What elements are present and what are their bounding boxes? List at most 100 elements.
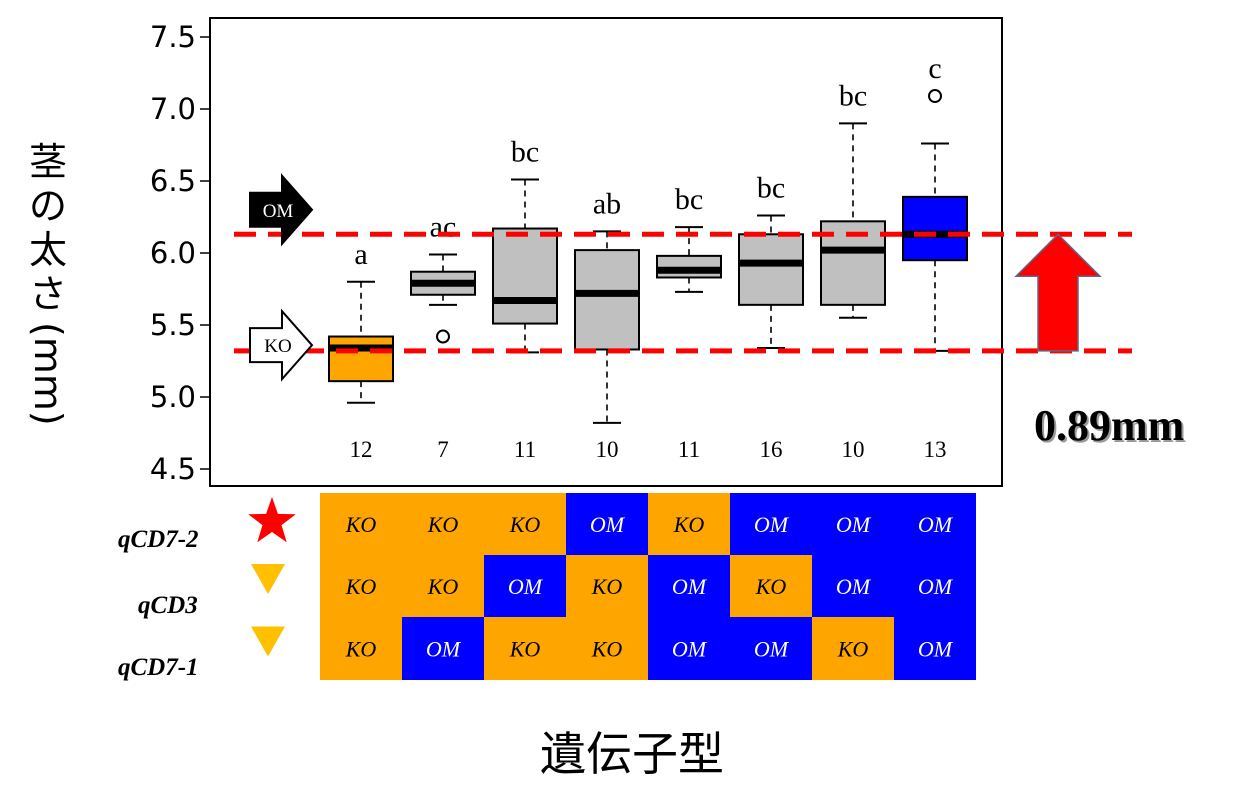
y-tick-label: 4.5: [150, 452, 196, 486]
sample-size-label: 10: [596, 437, 619, 462]
genotype-cell: [402, 617, 484, 680]
genotype-cell: [320, 555, 402, 617]
genotype-cell: [648, 493, 730, 555]
genotype-cell-label: OM: [672, 637, 708, 662]
genotype-cell-label: OM: [836, 512, 872, 537]
genotype-cell-label: OM: [754, 512, 790, 537]
genotype-cell: [648, 617, 730, 680]
star-icon: [248, 497, 296, 543]
y-tick-label: 7.5: [150, 20, 196, 54]
genotype-cell-label: KO: [345, 637, 377, 662]
genotype-cell: [894, 617, 976, 680]
genotype-cell-label: OM: [672, 574, 708, 599]
genotype-cell: [566, 493, 648, 555]
genotype-cell-label: KO: [837, 637, 869, 662]
genotype-cell-label: KO: [673, 512, 705, 537]
genotype-cell: [320, 617, 402, 680]
genotype-cell: [812, 617, 894, 680]
x-axis-label: 遺伝子型: [540, 727, 724, 781]
genotype-cell-label: OM: [918, 574, 954, 599]
genotype-cell-label: KO: [427, 574, 459, 599]
y-axis-label-char: 太: [28, 228, 67, 272]
box: [738, 233, 804, 306]
genotype-cell-label: OM: [918, 512, 954, 537]
y-tick-label: 5.0: [150, 380, 196, 414]
triangle-down-icon: [251, 564, 285, 594]
y-tick-label: 7.0: [150, 92, 196, 126]
genotype-cell: [894, 555, 976, 617]
genotype-cell-label: KO: [345, 574, 377, 599]
sample-size-label: 16: [760, 437, 783, 462]
plot-frame: [209, 17, 1003, 487]
genotype-cell: [894, 493, 976, 555]
genotype-cell: [730, 493, 812, 555]
significance-letter: a: [354, 238, 367, 271]
significance-letter: bc: [839, 79, 867, 112]
genotype-cell-label: KO: [509, 512, 541, 537]
difference-label: 0.89mm: [1034, 401, 1185, 450]
genotype-cell-label: OM: [508, 574, 544, 599]
sample-size-label: 7: [437, 437, 449, 462]
genotype-cell: [402, 555, 484, 617]
sample-size-label: 10: [842, 437, 865, 462]
genotype-cell-label: KO: [345, 512, 377, 537]
qtl-label-qcd3: qCD3: [138, 592, 198, 619]
om-arrow-label: OM: [263, 201, 294, 222]
genotype-cell: [484, 617, 566, 680]
genotype-cell: [566, 617, 648, 680]
genotype-cell-label: KO: [591, 574, 623, 599]
sample-size-label: 13: [924, 437, 947, 462]
genotype-cell: [320, 493, 402, 555]
box: [492, 227, 558, 325]
qtl-label-qcd7-1: qCD7-1: [118, 654, 199, 681]
sample-size-label: 12: [350, 437, 373, 462]
outlier-point: [436, 329, 450, 344]
genotype-cell-label: OM: [590, 512, 626, 537]
genotype-cell-label: OM: [426, 637, 462, 662]
y-axis-label: 茎 の 太 さ (mm): [18, 140, 78, 426]
genotype-cell-label: KO: [427, 512, 459, 537]
significance-letter: bc: [757, 172, 785, 205]
genotype-cell: [566, 555, 648, 617]
genotype-cell: [484, 493, 566, 555]
box: [656, 254, 722, 279]
genotype-cell-label: KO: [755, 574, 787, 599]
y-tick-label: 5.5: [150, 308, 196, 342]
genotype-cell-label: KO: [509, 637, 541, 662]
sample-size-label: 11: [514, 437, 536, 462]
y-tick-label: 6.0: [150, 236, 196, 270]
genotype-cell: [484, 555, 566, 617]
genotype-cell: [812, 493, 894, 555]
sample-size-label: 11: [678, 437, 700, 462]
qtl-label-qcd7-2: qCD7-2: [118, 526, 199, 553]
genotype-cell: [812, 555, 894, 617]
y-axis-label-char: 茎: [28, 140, 67, 184]
triangle-down-icon: [251, 626, 285, 657]
y-tick-label: 6.5: [150, 164, 196, 198]
significance-letter: bc: [675, 183, 703, 216]
y-axis-label-char: の: [28, 184, 67, 228]
genotype-cell: [402, 493, 484, 555]
ko-arrow-icon: [249, 308, 314, 382]
outlier-point: [928, 89, 942, 104]
ko-arrow-label: KO: [264, 336, 291, 357]
box: [574, 249, 640, 351]
genotype-cell-label: KO: [591, 637, 623, 662]
genotype-cell: [648, 555, 730, 617]
genotype-cell-label: OM: [836, 574, 872, 599]
genotype-cell-label: OM: [918, 637, 954, 662]
significance-letter: ab: [593, 187, 621, 220]
significance-letter: bc: [511, 136, 539, 169]
box: [902, 195, 968, 262]
significance-letter: ac: [430, 210, 457, 243]
box: [328, 335, 394, 383]
y-axis-label-char: さ: [28, 272, 67, 316]
om-arrow-icon: [249, 173, 314, 247]
genotype-cell-label: OM: [754, 637, 790, 662]
significance-letter: c: [928, 52, 941, 85]
difference-up-arrow-icon: [1014, 233, 1102, 352]
genotype-cell: [730, 555, 812, 617]
genotype-cell: [730, 617, 812, 680]
